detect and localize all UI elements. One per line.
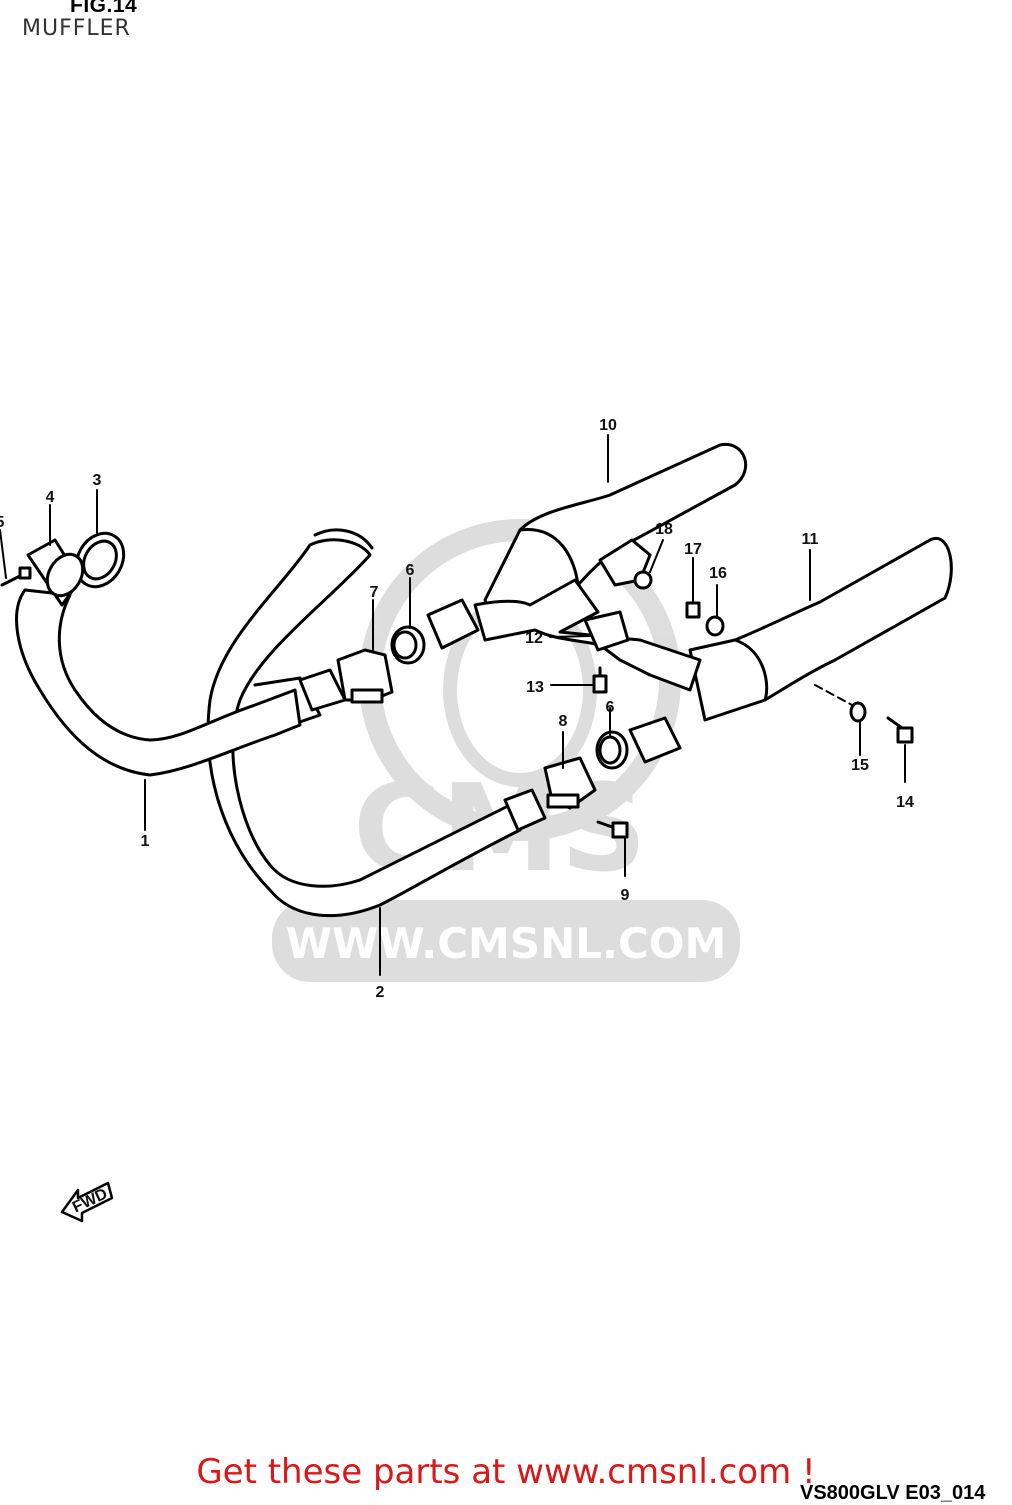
lower-pipe-join — [503, 716, 682, 832]
part-11-lower-muffler — [688, 536, 953, 722]
callout-16: 16 — [709, 565, 727, 582]
callout-7: 7 — [370, 584, 379, 601]
watermark-banner — [272, 900, 740, 982]
part-10-upper-muffler — [483, 443, 748, 619]
callout-15: 15 — [851, 757, 869, 774]
part-8-clamp — [543, 756, 597, 810]
buy-parts-footer[interactable]: Get these parts at www.cmsnl.com ! — [196, 1452, 816, 1492]
callout-5: 5 — [0, 514, 5, 531]
callout-2: 2 — [376, 984, 385, 1001]
callout-18: 18 — [655, 521, 673, 538]
callout-3: 3 — [93, 472, 102, 489]
part-15-washer — [849, 701, 867, 723]
callout-12: 12 — [525, 630, 543, 647]
callout-10: 10 — [599, 417, 617, 434]
callout-labels: 1 2 3 4 5 6 6 7 8 9 10 11 12 13 14 15 16… — [0, 417, 914, 1001]
figure-title: MUFFLER — [22, 16, 131, 41]
part-7-clamp — [336, 648, 394, 704]
callout-17: 17 — [684, 541, 702, 558]
callout-13: 13 — [526, 679, 544, 696]
part-5-bolt — [0, 566, 32, 587]
callout-1: 1 — [141, 833, 150, 850]
part-12-clamp — [583, 610, 630, 652]
part-4-exhaust-flange — [26, 538, 85, 607]
part-3-gasket — [74, 531, 126, 589]
callout-6-lower: 6 — [606, 699, 615, 716]
upper-pipe-join — [298, 598, 480, 712]
callout-6-upper: 6 — [406, 562, 415, 579]
fwd-label: FWD — [70, 1186, 110, 1217]
part-6-upper-connector — [390, 625, 426, 665]
part-16-washer — [705, 615, 725, 637]
watermark-url: WWW.CMSNL.COM — [286, 919, 727, 968]
figure-code: VS800GLV E03_014 — [800, 1482, 986, 1504]
part-13-bolt — [592, 666, 608, 694]
part-17-nut — [685, 601, 701, 619]
part-14-bolt — [886, 716, 914, 744]
callout-9: 9 — [621, 887, 630, 904]
callout-4: 4 — [46, 489, 55, 506]
leader-lines — [0, 434, 906, 976]
part-6-lower-connector — [595, 730, 629, 770]
part-1-rear-exhaust-pipe — [15, 588, 302, 777]
fwd-arrow: FWD — [60, 1181, 114, 1223]
part-9-bolt — [596, 820, 629, 839]
part-18-bracket — [598, 538, 653, 590]
callout-8: 8 — [559, 713, 568, 730]
callout-11: 11 — [802, 531, 819, 548]
callout-14: 14 — [896, 794, 914, 811]
figure-number: FIG.14 — [70, 0, 138, 17]
